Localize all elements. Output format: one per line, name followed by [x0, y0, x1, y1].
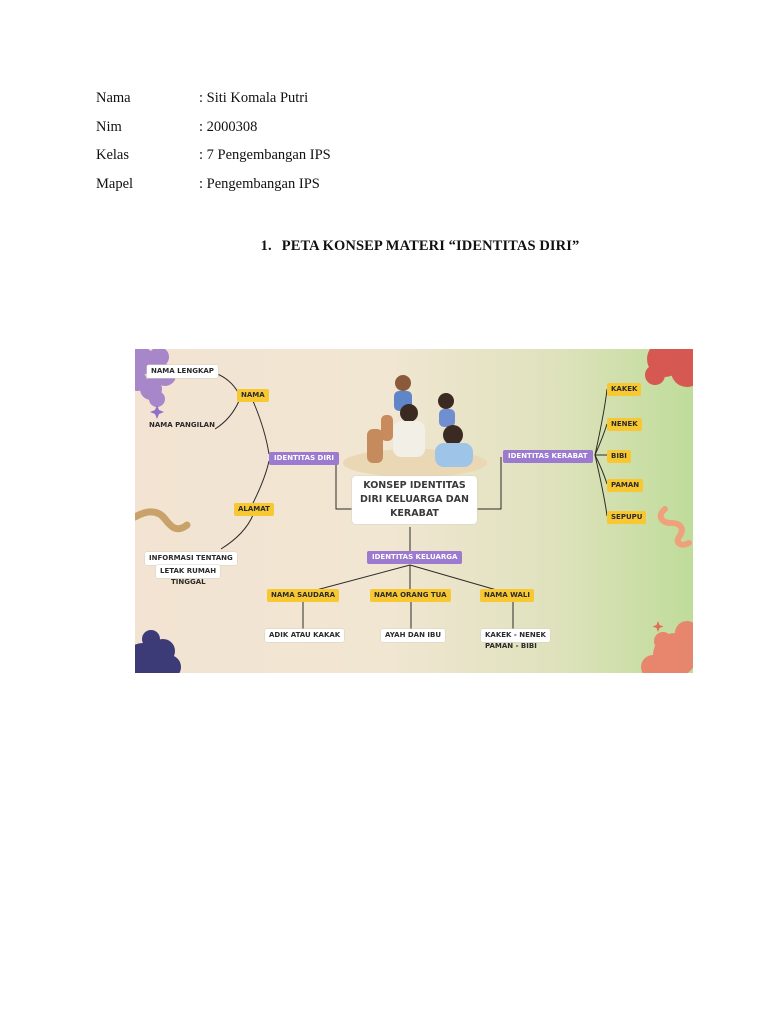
line-keluarga-wali: [409, 564, 508, 594]
concept-map-image: NAMA LENGKAP NAMA NAMA PANGILAN IDENTITA…: [135, 349, 693, 673]
family-illustration: [343, 375, 487, 477]
node-nama-orang-tua: NAMA ORANG TUA: [370, 589, 451, 602]
decor-purple-flower-top-left: [135, 349, 176, 407]
node-nama: NAMA: [237, 389, 269, 402]
line-kerabat-paman: [594, 454, 608, 485]
section-title: PETA KONSEP MATERI “IDENTITAS DIRI”: [281, 238, 580, 254]
node-identitas-keluarga: IDENTITAS KELUARGA: [367, 551, 463, 564]
node-center-title: KONSEP IDENTITAS DIRI KELUARGA DAN KERAB…: [352, 476, 477, 524]
info-label: Kelas: [96, 147, 130, 163]
line-alamat-detail: [220, 514, 254, 550]
info-label: Nim: [96, 118, 122, 135]
section-heading: 1. PETA KONSEP MATERI “IDENTITAS DIRI”: [0, 238, 768, 255]
node-nama-pangilan: NAMA PANGILAN: [149, 421, 215, 429]
decor-red-blob-top-right: [645, 349, 693, 387]
decor-sparkle-icon: [150, 405, 164, 419]
node-wali-detail-2: PAMAN - BIBI: [485, 642, 537, 650]
map-connectors: [214, 372, 608, 629]
node-kakek: KAKEK: [607, 383, 642, 396]
node-identitas-diri: IDENTITAS DIRI: [269, 452, 339, 465]
node-nama-wali: NAMA WALI: [480, 589, 534, 602]
node-nama-lengkap: NAMA LENGKAP: [147, 365, 218, 378]
node-alamat: ALAMAT: [234, 503, 274, 516]
section-number: 1.: [260, 238, 272, 254]
node-wali-detail-1: KAKEK - NENEK: [481, 629, 550, 642]
node-adik-atau-kakak: ADIK ATAU KAKAK: [265, 629, 345, 642]
concept-map-graphics: [135, 349, 693, 673]
node-alamat-detail-1: INFORMASI TENTANG: [145, 552, 237, 565]
line-identitasdiri-center: [335, 457, 352, 510]
info-value: : 2000308: [199, 118, 258, 135]
node-nama-saudara: NAMA SAUDARA: [267, 589, 340, 602]
node-ayah-dan-ibu: AYAH DAN IBU: [381, 629, 446, 642]
line-nama-identitasdiri: [252, 400, 270, 455]
node-identitas-kerabat: IDENTITAS KERABAT: [503, 450, 593, 463]
node-alamat-detail-2: LETAK RUMAH: [156, 565, 221, 578]
info-value: : Pengembangan IPS: [199, 175, 320, 192]
line-kerabat-sepupu: [594, 454, 608, 517]
decor-sparkle-icon: [652, 621, 664, 632]
decor-coral-blob-bottom-right: [641, 621, 693, 673]
decor-squiggle-right: [657, 506, 692, 548]
line-keluarga-saudara: [304, 564, 411, 594]
line-kerabat-nenek: [594, 423, 608, 456]
info-label: Mapel: [96, 175, 134, 192]
line-namapangilan-nama: [214, 400, 240, 430]
node-bibi: BIBI: [607, 450, 631, 463]
line-alamat-identitasdiri: [252, 460, 270, 504]
info-value: : Siti Komala Putri: [199, 90, 309, 106]
info-value: : 7 Pengembangan IPS: [199, 147, 331, 163]
node-alamat-detail-3: TINGGAL: [171, 578, 206, 586]
decor-squiggle-left: [135, 508, 191, 533]
node-nenek: NENEK: [607, 418, 642, 431]
decor-navy-blob-bottom-left: [135, 630, 181, 673]
line-kerabat-kakek: [594, 388, 608, 456]
line-namalengkap-nama: [214, 372, 240, 395]
info-label: Nama: [96, 90, 131, 106]
node-paman: PAMAN: [607, 479, 644, 492]
node-sepupu: SEPUPU: [607, 511, 647, 524]
line-center-kerabat: [469, 457, 502, 510]
